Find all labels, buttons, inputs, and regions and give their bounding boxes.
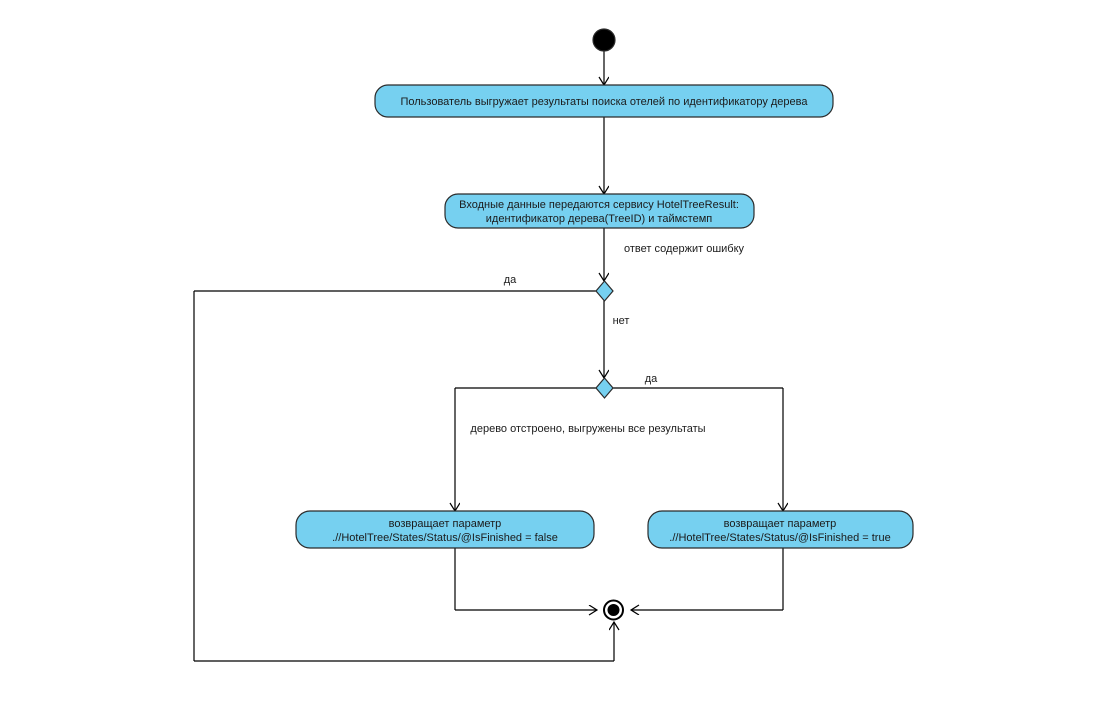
activity-node-2[interactable]	[444, 193, 755, 229]
decision-node-1[interactable]	[595, 280, 614, 302]
activity-node-true-label-line1: возвращает параметр	[724, 518, 837, 530]
activity-node-true-label-line2: .//HotelTree/States/Status/@IsFinished =…	[669, 532, 890, 544]
activity-node-false-label-line2: .//HotelTree/States/Status/@IsFinished =…	[332, 532, 558, 544]
activity-node-false-label-line1: возвращает параметр	[389, 518, 502, 530]
edge-label-decision1-yes: да	[504, 274, 517, 286]
final-node-core	[607, 604, 620, 616]
edge-label-decision1-no: нет	[613, 315, 630, 327]
activity-node-false[interactable]	[295, 510, 595, 549]
activity-node-1-label-line1: Пользователь выгружает результаты поиска…	[400, 96, 808, 108]
activity-node-1[interactable]	[374, 84, 834, 118]
decision-node-2[interactable]	[595, 377, 614, 399]
activity-node-2-label-line2: идентификатор дерева(TreeID) и таймстемп	[486, 213, 713, 225]
activity-node-2-label-line1: Входные данные передаются сервису HotelT…	[459, 199, 739, 211]
activity-node-true[interactable]	[647, 510, 914, 549]
edge-label-decision2-yes: да	[645, 373, 658, 385]
edge-label-decision2-condition: дерево отстроено, выгружены все результа…	[470, 423, 705, 435]
edge-label-error-guard: ответ содержит ошибку	[624, 243, 745, 255]
initial-node	[592, 28, 616, 52]
